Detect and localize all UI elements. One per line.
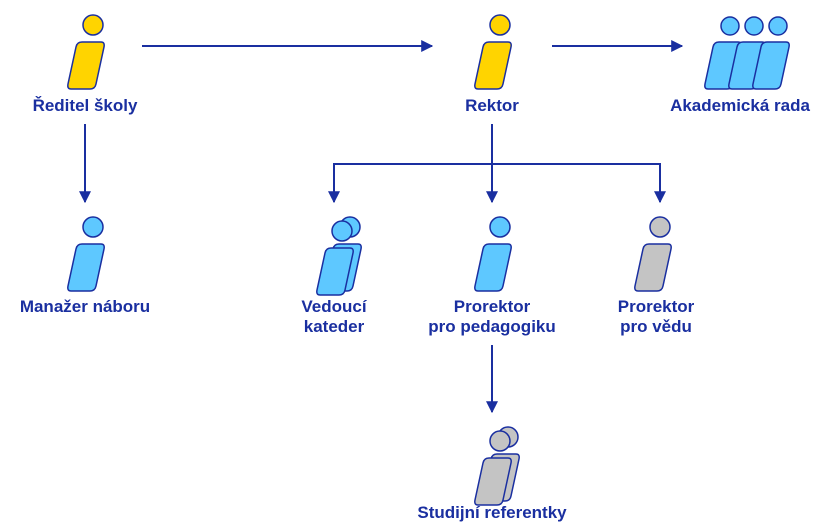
node-label-manazer-naboru: Manažer náboru	[19, 297, 151, 316]
line-branch-left	[328, 163, 492, 204]
person-blue-icon	[474, 216, 512, 292]
line-branch-right	[492, 163, 666, 204]
node-label-reditel-skoly: Ředitel školy	[32, 96, 138, 115]
node-label-line-2: pro pedagogiku	[428, 317, 556, 336]
node-label-prorektor-pro-vedu: Prorektor pro vědu	[618, 297, 695, 337]
person-yellow-icon	[67, 14, 105, 90]
node-label-line-2: pro vědu	[620, 317, 692, 336]
node-label-line-1: Prorektor	[617, 297, 695, 316]
connectors	[79, 40, 684, 414]
people-stack-blue-icon	[316, 216, 362, 296]
node-label-akademicka-rada: Akademická rada	[670, 96, 810, 115]
node-label-line-1: Vedoucí	[301, 297, 367, 316]
node-label-prorektor-pro-pedagogiku: Prorektor pro pedagogiku	[428, 297, 556, 337]
person-yellow-icon	[474, 14, 512, 90]
person-gray-icon	[634, 216, 672, 292]
node-label-studijni-referentky: Studijní referentky	[417, 503, 567, 522]
people-group-blue-icon	[704, 16, 790, 90]
person-blue-icon	[67, 216, 105, 292]
node-label-line-2: kateder	[303, 317, 365, 336]
node-label-line-1: Prorektor	[453, 297, 531, 316]
node-label-rektor: Rektor	[465, 96, 519, 115]
node-label-vedouci-kateder: Vedoucí kateder	[301, 297, 366, 337]
people-stack-gray-icon	[474, 426, 520, 506]
